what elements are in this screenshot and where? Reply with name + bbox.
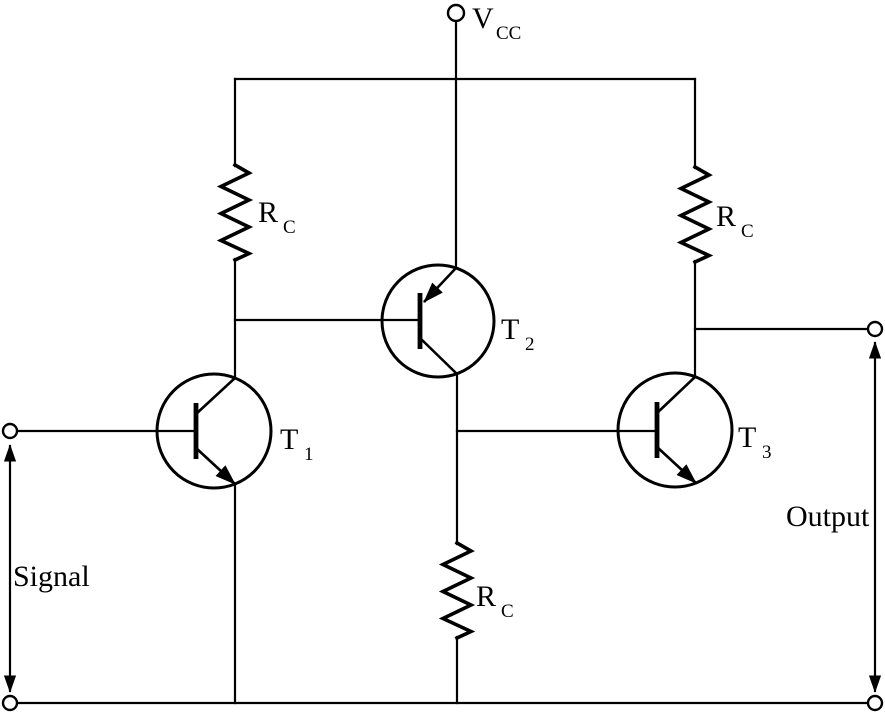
rc-left-label: R (258, 196, 278, 229)
transistor-t1 (155, 372, 273, 490)
signal-input-terminal (1, 422, 19, 440)
t1-label: T (280, 423, 298, 456)
supply-rails (15, 19, 870, 705)
t3-emitter-arrow (656, 446, 697, 484)
transistor-t2 (380, 263, 496, 379)
left-branch (15, 77, 422, 705)
transistor-t3 (616, 371, 734, 489)
rc-bottom-label: R (476, 580, 496, 613)
signal-label: Signal (13, 560, 90, 593)
rc-right-label: R (716, 200, 736, 233)
bottom-right-terminal (866, 694, 884, 712)
span-arrows (3, 341, 882, 693)
t1-body-circle (155, 372, 273, 490)
labels: V CC R C R C R C T 1 T 2 T 3 Signal Outp… (13, 2, 870, 622)
t3-body-circle (616, 371, 734, 489)
t3-collector-lead (656, 376, 696, 414)
rc-right-label-sub: C (741, 221, 754, 242)
resistor-rc-right (676, 164, 714, 265)
bottom-left-terminal (1, 694, 19, 712)
t2-label: T (501, 313, 519, 346)
output-terminal (866, 320, 884, 338)
resistor-rc-bottom (438, 540, 476, 641)
middle-branch (438, 372, 659, 705)
t2-collector-lead (419, 337, 458, 375)
t1-emitter-arrow (195, 447, 236, 485)
rc-bottom-label-sub: C (501, 601, 514, 622)
t1-label-sub: 1 (304, 444, 314, 465)
vcc-label: V (472, 2, 494, 35)
t3-label: T (738, 421, 756, 454)
right-branch (676, 77, 870, 379)
vcc-label-sub: CC (496, 23, 521, 44)
t2-body-circle (380, 263, 496, 379)
resistor-rc-left (216, 162, 254, 263)
vcc-terminal (446, 3, 466, 23)
t2-emitter-arrow (423, 267, 457, 303)
t3-label-sub: 3 (762, 442, 772, 463)
t1-collector-lead (195, 377, 236, 415)
terminals (1, 3, 884, 712)
output-label: Output (786, 500, 870, 533)
rc-left-label-sub: C (283, 217, 296, 238)
t2-label-sub: 2 (525, 334, 535, 355)
